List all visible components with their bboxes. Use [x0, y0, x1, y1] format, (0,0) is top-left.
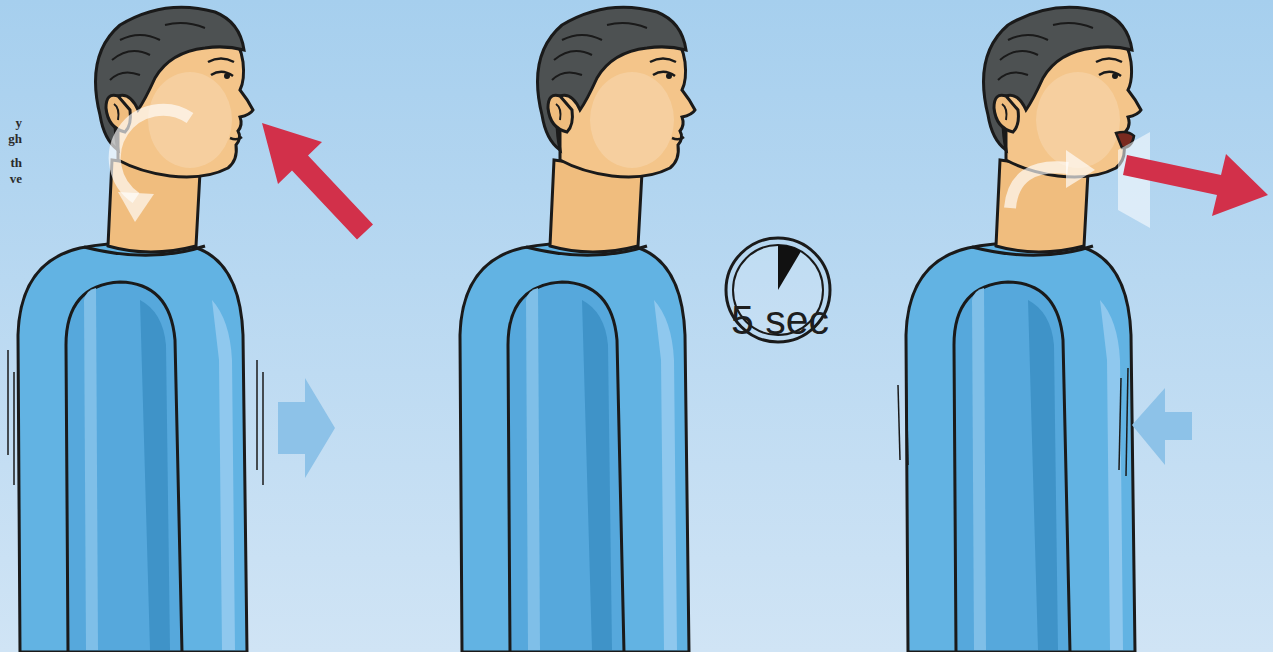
stopwatch-outer — [726, 238, 830, 342]
exhale-burst — [1118, 132, 1150, 228]
expand-arrow — [278, 378, 335, 478]
stopwatch-wedge — [778, 245, 801, 290]
person-hold — [460, 7, 695, 652]
exhale-arrow — [1123, 154, 1268, 216]
motion-lines — [8, 350, 1128, 485]
airflow-out-head — [1066, 150, 1095, 188]
text-fragment: y — [16, 116, 23, 129]
mouth-closed — [230, 137, 242, 139]
contract-arrow — [1132, 388, 1192, 465]
motion-line — [262, 372, 264, 485]
person-exhale — [906, 7, 1141, 652]
person-inhale — [18, 7, 253, 652]
motion-line — [898, 385, 900, 460]
duration-label: 5 sec — [731, 300, 829, 341]
mouth-closed — [672, 137, 684, 139]
airflow-in — [115, 110, 190, 198]
airflow-out — [1010, 167, 1068, 208]
motion-line — [7, 350, 9, 455]
text-fragment: th — [10, 156, 22, 169]
text-fragment: gh — [8, 132, 22, 145]
text-fragment: ve — [10, 172, 22, 185]
motion-line — [13, 372, 15, 485]
motion-line — [256, 360, 258, 470]
motion-line — [1126, 368, 1128, 476]
motion-line — [906, 370, 908, 465]
airflow-in-head — [118, 192, 154, 222]
motion-line — [1119, 378, 1121, 470]
inhale-arrow — [262, 123, 373, 240]
